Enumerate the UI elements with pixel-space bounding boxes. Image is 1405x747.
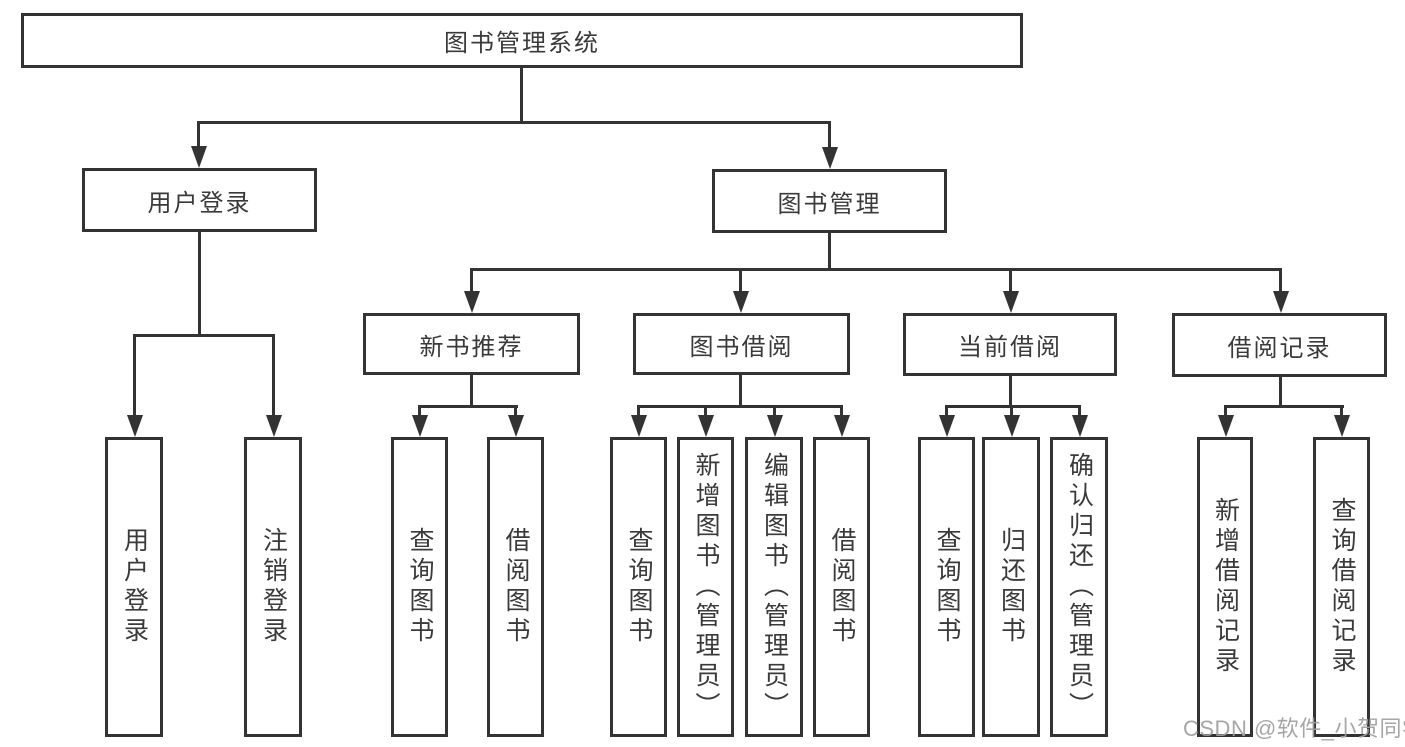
leaf-borrow-query-label: 查询图书 (625, 527, 653, 647)
connector-drop-book-mgmt (828, 121, 831, 149)
connector-currentborrow-stem (1009, 376, 1012, 408)
connector-drop-cb-confirm (1078, 405, 1081, 419)
arrow-to-cb-confirm (1072, 415, 1088, 437)
connector-bookborrow-stem (739, 375, 742, 408)
connector-drop-user-login (197, 121, 200, 149)
connector-drop-bookborrow (739, 268, 742, 293)
leaf-record-add: 新增借阅记录 (1197, 437, 1253, 737)
arrow-to-borrowrecords (1273, 291, 1289, 313)
arrow-to-currentborrow (1003, 291, 1019, 313)
arrow-to-cb-return (1004, 415, 1020, 437)
leaf-newbook-borrow-label: 借阅图书 (502, 527, 530, 647)
node-root-library-system: 图书管理系统 (21, 13, 1023, 68)
leaf-current-return: 归还图书 (982, 437, 1040, 737)
arrow-to-bb-add (698, 415, 714, 437)
leaf-borrow-book: 借阅图书 (813, 437, 870, 737)
connector-drop-bb-borrow (840, 405, 843, 419)
connector-drop-nb-borrow (514, 405, 517, 419)
arrow-to-br-add (1218, 415, 1234, 437)
connector-bookmgmt-bar (470, 268, 1282, 271)
arrow-to-bb-edit (767, 415, 783, 437)
connector-drop-nb-query (418, 405, 421, 419)
connector-drop-bb-add (704, 405, 707, 419)
connector-drop-bb-edit (773, 405, 776, 419)
leaf-current-query-label: 查询图书 (933, 527, 961, 647)
connector-drop-br-query (1340, 405, 1343, 419)
node-book-management: 图书管理 (712, 169, 947, 233)
leaf-borrow-query: 查询图书 (610, 437, 667, 737)
connector-drop-cb-query (945, 405, 948, 419)
leaf-user-login: 用户登录 (105, 437, 163, 737)
leaf-record-query-label: 查询借阅记录 (1328, 497, 1356, 677)
leaf-newbook-borrow: 借阅图书 (487, 437, 544, 737)
leaf-borrow-add-admin: 新增图书（管理员） (677, 437, 734, 737)
arrow-to-nb-borrow (508, 415, 524, 437)
node-borrow-records: 借阅记录 (1172, 313, 1387, 377)
connector-bookborrow-bar (637, 405, 843, 408)
connector-newbooks-bar (418, 405, 518, 408)
arrow-to-leaf-login (127, 415, 143, 437)
node-user-login: 用户登录 (82, 168, 317, 232)
connector-drop-leaf-login (133, 334, 136, 418)
connector-userlogin-stem (198, 232, 201, 337)
arrow-to-cb-query (939, 415, 955, 437)
connector-borrowrecords-bar (1224, 405, 1344, 408)
leaf-logout: 注销登录 (244, 437, 302, 737)
connector-drop-borrowrecords (1279, 268, 1282, 293)
arrow-to-nb-query (412, 415, 428, 437)
leaf-newbook-query-label: 查询图书 (406, 527, 434, 647)
connector-drop-leaf-logout (272, 334, 275, 418)
arrow-to-newbooks (464, 291, 480, 313)
connector-root-stem (520, 68, 523, 123)
leaf-current-confirm-admin-label: 确认归还（管理员） (1065, 452, 1094, 722)
arrow-to-book-mgmt (822, 147, 838, 169)
leaf-borrow-add-admin-label: 新增图书（管理员） (692, 452, 720, 722)
leaf-record-query: 查询借阅记录 (1313, 437, 1370, 737)
leaf-borrow-book-label: 借阅图书 (828, 527, 856, 647)
connector-drop-bb-query (637, 405, 640, 419)
connector-borrowrecords-stem (1279, 377, 1282, 408)
connector-drop-newbooks (470, 268, 473, 293)
leaf-current-return-label: 归还图书 (997, 527, 1026, 647)
connector-userlogin-bar (133, 334, 275, 337)
connector-drop-cb-return (1010, 405, 1013, 419)
leaf-current-query: 查询图书 (918, 437, 975, 737)
arrow-to-bookborrow (733, 291, 749, 313)
connector-newbooks-stem (470, 375, 473, 408)
node-new-book-recommend: 新书推荐 (363, 313, 580, 375)
connector-currentborrow-bar (945, 405, 1081, 408)
connector-drop-br-add (1224, 405, 1227, 419)
arrow-to-bb-query (631, 415, 647, 437)
leaf-logout-label: 注销登录 (259, 527, 288, 647)
arrow-to-leaf-logout (266, 415, 282, 437)
leaf-borrow-edit-admin: 编辑图书（管理员） (745, 437, 803, 737)
leaf-user-login-label: 用户登录 (120, 527, 149, 647)
csdn-watermark: CSDN @软件_小贺同学 (1183, 716, 1405, 741)
leaf-newbook-query: 查询图书 (391, 437, 448, 737)
leaf-borrow-edit-admin-label: 编辑图书（管理员） (760, 452, 789, 722)
arrow-to-user-login (191, 146, 207, 168)
arrow-to-bb-borrow (834, 415, 850, 437)
node-current-borrow: 当前借阅 (903, 313, 1117, 376)
arrow-to-br-query (1334, 415, 1350, 437)
node-book-borrow: 图书借阅 (633, 313, 850, 375)
leaf-current-confirm-admin: 确认归还（管理员） (1050, 437, 1108, 737)
connector-drop-currentborrow (1009, 268, 1012, 293)
connector-root-bar (197, 121, 831, 124)
leaf-record-add-label: 新增借阅记录 (1211, 497, 1240, 677)
connector-bookmgmt-stem (828, 233, 831, 271)
